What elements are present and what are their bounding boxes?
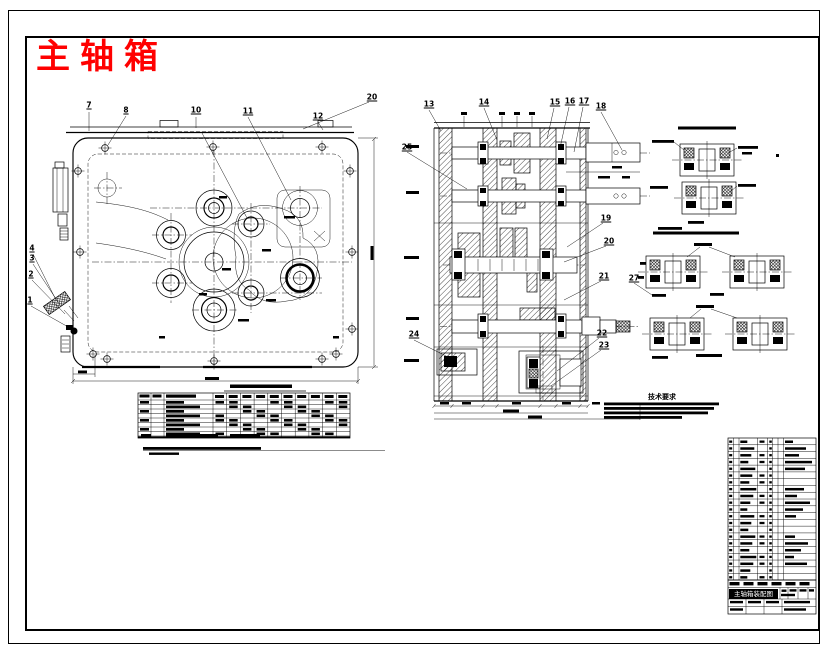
front-view <box>30 101 378 392</box>
tech-requirements-heading: 技术要求 <box>648 393 676 401</box>
gear-table <box>137 392 351 439</box>
drawing-border-inner <box>25 36 820 631</box>
bom-table <box>727 437 817 615</box>
page-title: 主轴箱 <box>36 37 168 77</box>
drawing-title-cell: 主轴箱装配图 <box>729 588 778 599</box>
gear-table-notes <box>143 447 385 455</box>
tech-notes-lines <box>604 402 719 419</box>
section-view <box>404 106 650 420</box>
detail-views <box>633 126 796 359</box>
